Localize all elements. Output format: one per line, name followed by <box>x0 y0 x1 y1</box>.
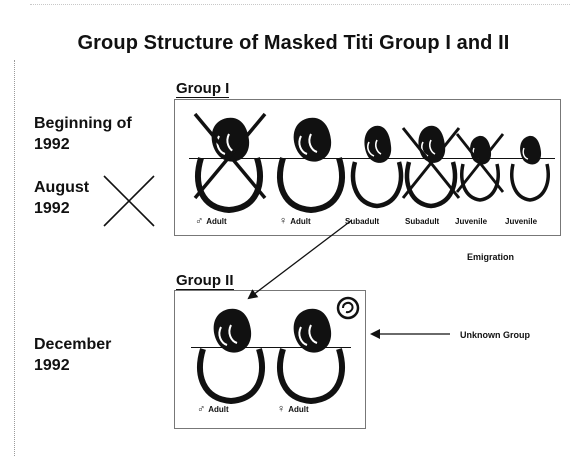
male-symbol-icon: ♂ <box>195 215 204 227</box>
group-1-label-subadult-2: Subadult <box>405 217 440 226</box>
group-1-label-adult-male: ♂Adult <box>195 215 227 227</box>
top-border <box>30 4 570 5</box>
group-2-label: Group II <box>176 272 234 290</box>
group-2-baseline <box>191 347 351 348</box>
group-1-label-subadult-1: Subadult <box>345 217 380 226</box>
period-august-1992: August 1992 <box>34 179 90 217</box>
group-2-panel: ♂Adult ♀Adult <box>174 290 366 429</box>
group-2-member-adult-female <box>271 297 351 405</box>
group-1-member-subadult-1 <box>347 118 407 218</box>
titi-monkey-icon <box>401 125 461 209</box>
titi-monkey-icon <box>193 112 267 214</box>
titi-monkey-icon <box>277 117 345 214</box>
titi-monkey-icon <box>350 125 404 209</box>
titi-monkey-icon <box>455 133 505 202</box>
group-2-label-adult-male: ♂Adult <box>197 403 229 415</box>
group-1-member-adult-female <box>271 106 351 214</box>
female-symbol-icon: ♀ <box>277 403 286 415</box>
titi-monkey-icon <box>510 135 550 202</box>
titi-monkey-icon <box>277 308 345 405</box>
group-1-member-subadult-2 <box>401 118 461 218</box>
group-1-label: Group I <box>176 80 230 98</box>
group-2-member-adult-male <box>191 297 271 405</box>
diagram-title: Group Structure of Masked Titi Group I a… <box>77 32 510 54</box>
male-symbol-icon: ♂ <box>197 403 206 415</box>
group-1-label-juvenile-1: Juvenile <box>455 217 488 226</box>
group-1-panel: ♂Adult ♀Adult Subadult <box>174 99 561 236</box>
period-beginning-1992: Beginning of 1992 <box>34 115 132 153</box>
group-1-label-adult-female: ♀Adult <box>279 215 311 227</box>
group-1-label-juvenile-2: Juvenile <box>505 217 538 226</box>
group-1-member-adult-male <box>189 106 269 214</box>
group-1-member-juvenile-1 <box>455 130 505 230</box>
titi-monkey-icon <box>197 308 265 405</box>
emigration-label: Emigration <box>467 252 515 262</box>
female-symbol-icon: ♀ <box>279 215 288 227</box>
left-border <box>14 60 15 456</box>
unknown-group-label: Unknown Group <box>460 330 530 340</box>
group-1-member-juvenile-2 <box>507 130 553 230</box>
group-2-label-adult-female: ♀Adult <box>277 403 309 415</box>
infant-icon <box>336 296 360 320</box>
period-december-1992: December 1992 <box>34 336 112 374</box>
